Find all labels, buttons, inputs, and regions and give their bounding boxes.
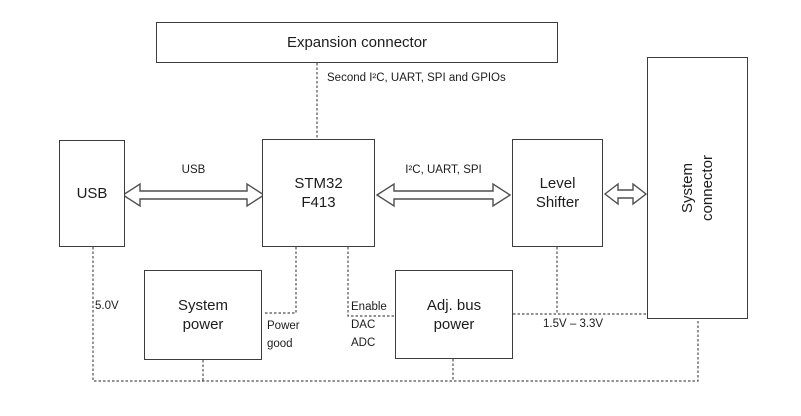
line-enable-dac-adc xyxy=(347,247,395,317)
system-connector-label: System connector xyxy=(678,155,716,221)
adj-bus-power-box: Adj. bus power xyxy=(395,270,513,359)
i2c-bus-label: I²C, UART, SPI xyxy=(405,164,482,176)
line-usb-5v-rail xyxy=(92,247,699,382)
system-power-label: System power xyxy=(177,297,228,333)
power-good-label: Power good xyxy=(267,320,300,350)
stm32-box-label: STM32 F413 xyxy=(294,175,343,211)
arrow-usb-stm32 xyxy=(121,182,266,208)
arrow-level-shifter-system-connector xyxy=(603,182,648,206)
usb-box-label: USB xyxy=(76,185,108,202)
arrow-stm32-level-shifter xyxy=(375,182,512,208)
stm32-box: STM32 F413 xyxy=(262,139,375,247)
system-connector-box: System connector xyxy=(647,57,748,319)
system-power-box: System power xyxy=(144,270,262,360)
line-power-good xyxy=(263,247,297,314)
voltage-range-label: 1.5V – 3.3V xyxy=(543,318,604,330)
expansion-connector-box: Expansion connector xyxy=(156,22,558,63)
second-bus-label: Second I²C, UART, SPI and GPIOs xyxy=(327,72,506,84)
usb-box: USB xyxy=(59,140,125,247)
enable-dac-adc-label: Enable DAC ADC xyxy=(351,301,387,349)
level-shifter-box: Level Shifter xyxy=(512,139,603,247)
usb-bus-label: USB xyxy=(181,164,206,176)
level-shifter-label: Level Shifter xyxy=(535,175,580,211)
adj-bus-power-label: Adj. bus power xyxy=(426,296,482,333)
expansion-connector-label: Expansion connector xyxy=(286,34,428,51)
5v-label: 5.0V xyxy=(95,300,119,312)
